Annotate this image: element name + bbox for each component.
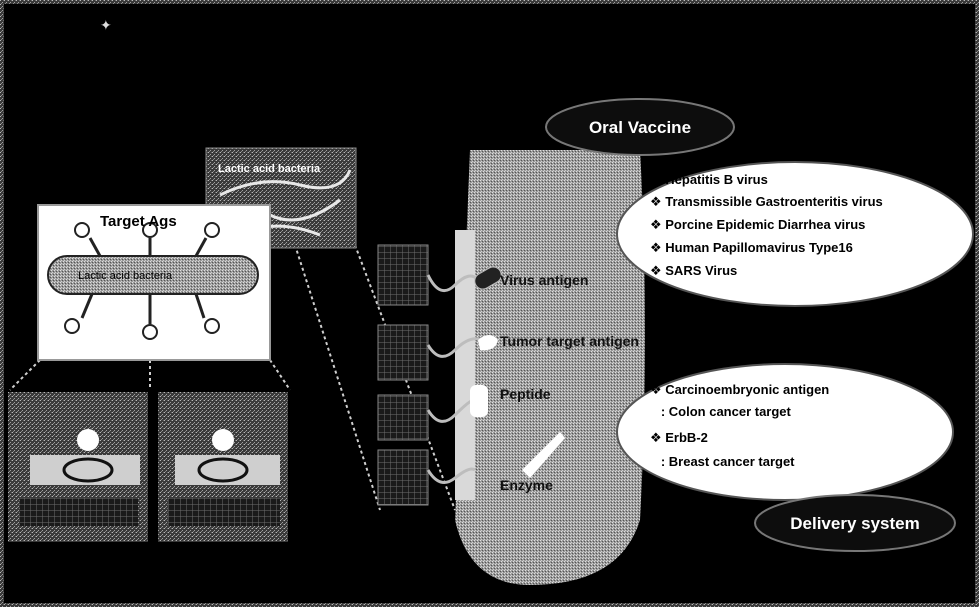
delivery-item: ❖ ErbB-2	[650, 430, 708, 445]
oral-vaccine-item: ❖ Hepatitis B virus	[650, 172, 768, 187]
bacteria-cell-label: Lactic acid bacteria	[78, 270, 173, 282]
intestine-lining	[455, 150, 645, 585]
delivery-item: : Colon cancer target	[650, 404, 792, 419]
membrane-strips	[378, 245, 428, 505]
bacteria-photo-label: Lactic acid bacteria	[218, 163, 321, 175]
delivery-title: Delivery system	[790, 514, 919, 533]
delivery-item: ❖ Carcinoembryonic antigen	[650, 382, 829, 397]
micro-panel-right	[158, 392, 288, 542]
peptide-shape	[470, 385, 488, 417]
corner-mark: ✦	[100, 17, 112, 33]
intestine-wall	[455, 230, 475, 500]
oral-vaccine-item: ❖ Human Papillomavirus Type16	[650, 240, 853, 255]
antigen-label-peptide: Peptide	[500, 386, 551, 402]
oral-vaccine-item: ❖ Transmissible Gastroenteritis virus	[650, 194, 883, 209]
oral-vaccine-title: Oral Vaccine	[589, 118, 691, 137]
delivery-item: : Breast cancer target	[650, 454, 795, 469]
antigen-label-virus: Virus antigen	[500, 272, 588, 288]
micro-panel-left	[8, 392, 148, 542]
antigen-label-enzyme: Enzyme	[500, 477, 553, 493]
target-ags-title: Target Ags	[100, 213, 177, 230]
antigen-label-tumor: Tumor target antigen	[500, 333, 639, 349]
oral-vaccine-item: ❖ SARS Virus	[650, 263, 737, 278]
oral-vaccine-item: ❖ Porcine Epidemic Diarrhea virus	[650, 217, 865, 232]
